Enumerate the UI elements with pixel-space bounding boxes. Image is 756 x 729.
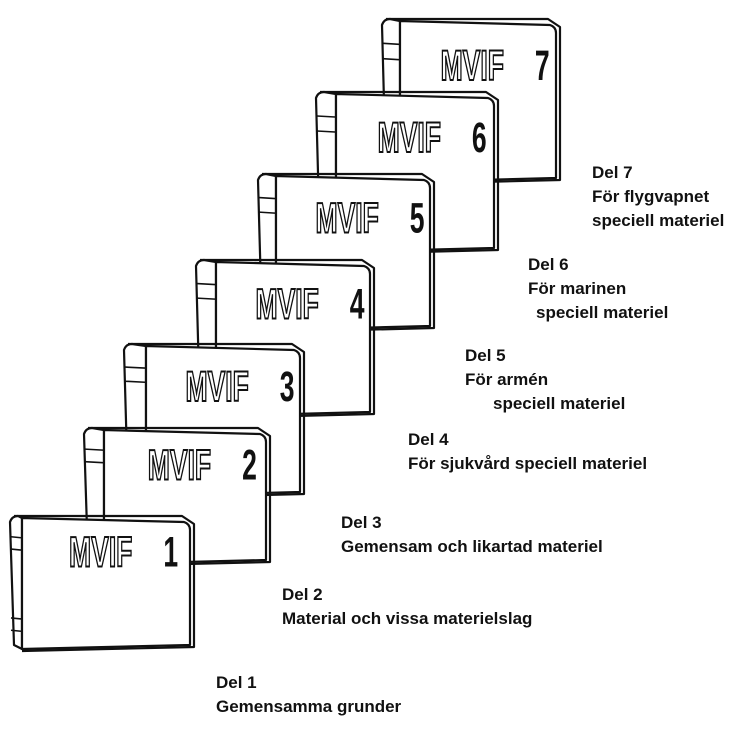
spine-ridge: [383, 43, 399, 44]
label-del-5: Del 5 För armén speciell materiel: [465, 344, 625, 416]
label-description: För marinen: [528, 277, 668, 301]
label-description: För sjukvård speciell materiel: [408, 452, 647, 476]
spine-ridge: [11, 549, 21, 550]
spine-ridge: [383, 59, 399, 60]
label-description: speciell materiel: [465, 392, 625, 416]
label-del-6: Del 6 För marinen speciell materiel: [528, 253, 668, 325]
label-description: Gemensamma grunder: [216, 695, 401, 719]
label-del-2: Del 2 Material och vissa materielslag: [282, 583, 532, 631]
book-title: MVIF: [69, 528, 132, 576]
spine-ridge: [11, 537, 21, 538]
spine-ridge: [85, 462, 103, 463]
label-description: Material och vissa materielslag: [282, 607, 532, 631]
book-number: 5: [410, 194, 425, 242]
book-number: 3: [280, 363, 295, 411]
spine-ridge: [197, 284, 215, 285]
label-del-1: Del 1 Gemensamma grunder: [216, 671, 401, 719]
label-part: Del 3: [341, 511, 603, 535]
book-number: 6: [472, 114, 487, 162]
label-part: Del 5: [465, 344, 625, 368]
label-description: Gemensam och likartad materiel: [341, 535, 603, 559]
label-part: Del 1: [216, 671, 401, 695]
spine-ridge: [11, 630, 21, 631]
spine-ridge: [317, 116, 335, 117]
label-description: För flygvapnet: [592, 185, 724, 209]
book-title: MVIF: [185, 363, 248, 411]
book-number: 7: [535, 42, 550, 90]
book-number: 4: [350, 280, 365, 328]
label-del-4: Del 4 För sjukvård speciell materiel: [408, 428, 647, 476]
label-part: Del 4: [408, 428, 647, 452]
label-description: speciell materiel: [592, 209, 724, 233]
label-description: För armén: [465, 368, 625, 392]
spine-ridge: [11, 618, 21, 619]
book-1: MVIF 1: [10, 516, 194, 651]
label-del-3: Del 3 Gemensam och likartad materiel: [341, 511, 603, 559]
book-title: MVIF: [315, 194, 378, 242]
label-part: Del 2: [282, 583, 532, 607]
book-title: MVIF: [378, 114, 441, 162]
spine-ridge: [125, 381, 145, 382]
spine-ridge: [197, 298, 215, 299]
book-number: 1: [163, 528, 178, 576]
spine-ridge: [85, 449, 103, 450]
label-del-7: Del 7 För flygvapnet speciell materiel: [592, 161, 724, 233]
label-part: Del 6: [528, 253, 668, 277]
label-part: Del 7: [592, 161, 724, 185]
spine-ridge: [317, 131, 335, 132]
book-title: MVIF: [148, 441, 211, 489]
book-title: MVIF: [441, 42, 504, 90]
spine-ridge: [125, 367, 145, 368]
label-description: speciell materiel: [528, 301, 668, 325]
book-number: 2: [242, 441, 257, 489]
spine-ridge: [259, 212, 275, 213]
spine-ridge: [259, 198, 275, 199]
book-title: MVIF: [255, 280, 318, 328]
